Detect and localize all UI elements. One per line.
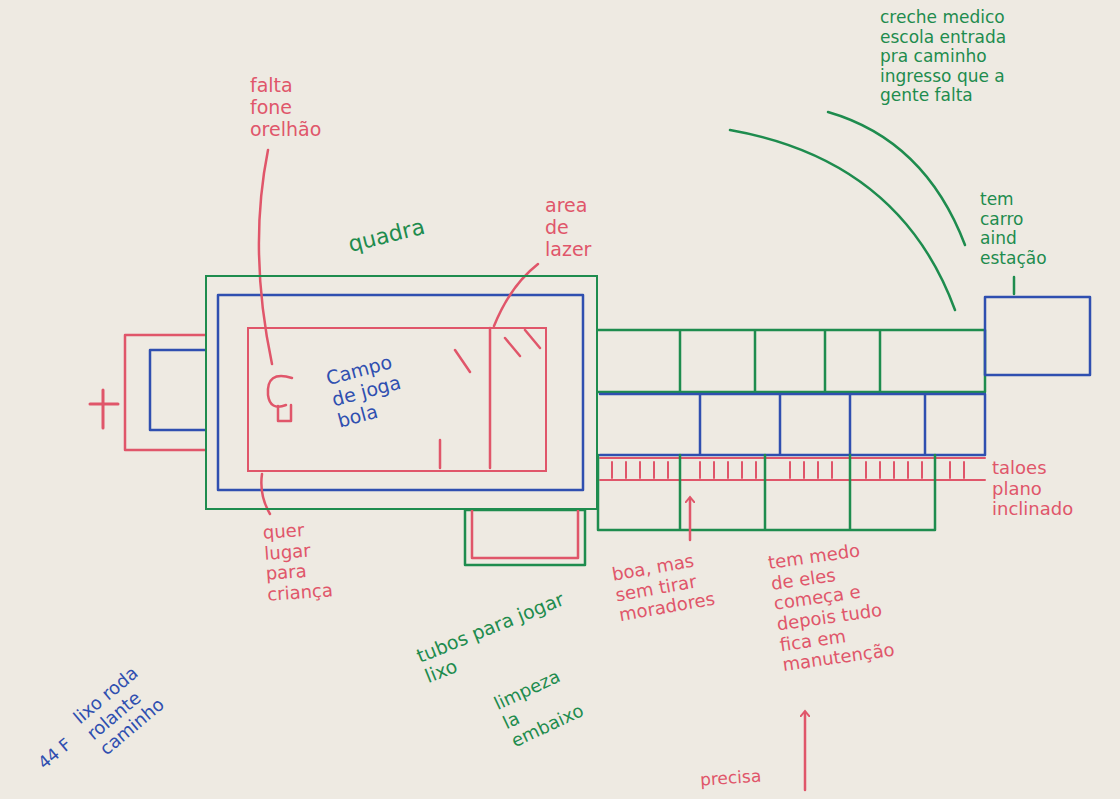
map-note: tubos para jogar lixo <box>414 576 607 688</box>
court-ring <box>218 295 583 490</box>
playing-field: Campo de joga bola <box>247 327 547 472</box>
leader-line <box>494 264 538 326</box>
leader-line <box>1013 277 1016 294</box>
cross-symbol <box>90 390 118 428</box>
health-building <box>125 335 205 450</box>
house-row <box>598 455 935 530</box>
map-note: tem carro aind estação <box>980 190 1055 268</box>
bottom-box-inner <box>472 510 578 558</box>
map-note: limpeza la embaixo <box>491 660 594 752</box>
map-note: boa, mas sem tirar moradores <box>610 546 729 626</box>
phone-symbol <box>268 376 292 421</box>
court-area: quadraCampo de joga bola <box>205 275 598 510</box>
path-line <box>730 130 955 310</box>
leader-line <box>259 150 272 364</box>
map-note: lixo roda rolante caminho <box>70 632 206 760</box>
leader-line <box>261 474 270 514</box>
map-note: quer lugar para criança <box>262 517 348 605</box>
arrow <box>804 712 807 790</box>
map-note: falta fone orelhão <box>250 75 335 141</box>
field-lines <box>440 328 540 468</box>
field-name: Campo de joga bola <box>324 348 420 433</box>
station-box <box>985 297 1090 375</box>
map-note: tem medo de eles começa e depois tudo fi… <box>767 538 893 676</box>
map-note: creche medico escola entrada pra caminho… <box>880 8 1030 106</box>
house-row <box>600 394 985 455</box>
map-note: taloes plano inclinado <box>992 458 1092 520</box>
path-line <box>828 112 965 245</box>
bottom-box <box>465 510 585 565</box>
arrow <box>689 498 692 540</box>
map-note: 44 F <box>35 726 86 773</box>
map-note: precisa <box>699 765 780 790</box>
health-building-inner <box>150 350 205 430</box>
map-note: area de lazer <box>545 195 607 261</box>
area-heading: quadra <box>346 206 459 257</box>
inclined-strip <box>600 458 985 480</box>
house-row <box>598 330 985 392</box>
